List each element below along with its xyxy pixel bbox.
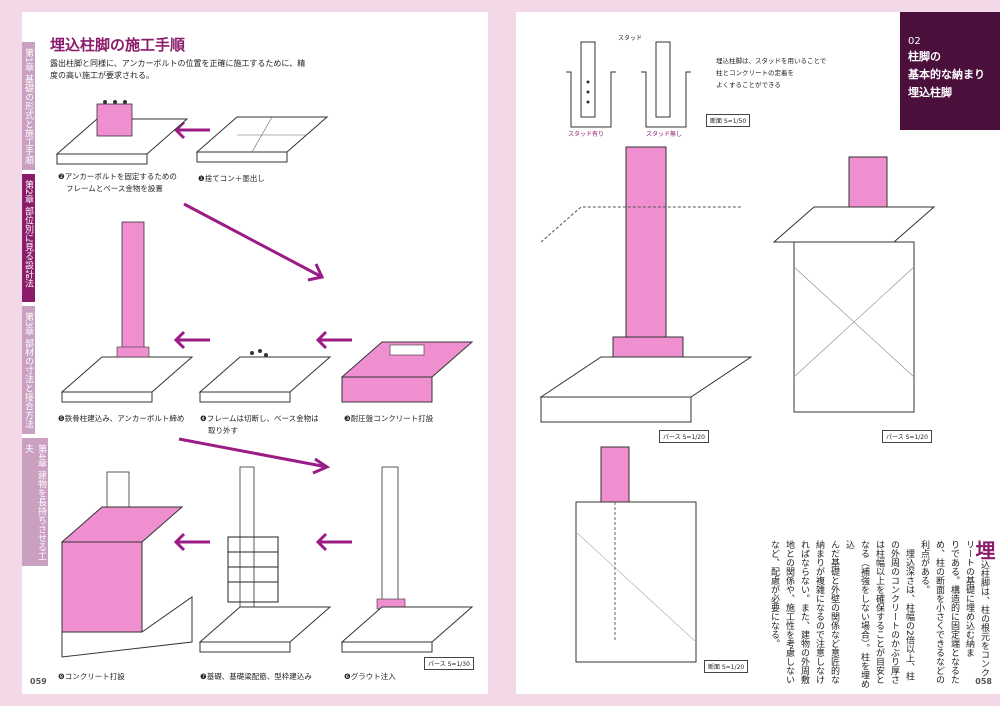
body-line-9: なる（補強をしない場合）。柱を埋め込 <box>844 540 869 689</box>
scale-section-small: 断面 S=1/50 <box>706 114 751 127</box>
step2-label-1: ❷アンカーボルトを固定するための <box>58 172 177 181</box>
stud-note-2: 柱とコンクリートの定着を <box>716 69 794 77</box>
arrow-left-1 <box>173 120 210 140</box>
arrow-left-3 <box>315 330 352 350</box>
body-line-13: 地との関係や、施工性を考慮しない <box>784 540 794 684</box>
stud-note-3: よくすることができる <box>716 81 781 89</box>
chapter-tab-2[interactable]: 第2章 部位別に見る設計法 <box>22 174 35 302</box>
arrow-diagonal-1 <box>183 202 325 282</box>
stud-section-diagram <box>566 41 691 128</box>
chapter-tab-4[interactable]: 第4章 建物を長持ちさせる工夫 <box>22 438 48 566</box>
step6-label: ❻グラウト注入 <box>344 672 396 681</box>
scale-section: 断面 S=1/20 <box>704 660 749 673</box>
left-page: 第1章 基礎の形式と施工手順 第2章 部位別に見る設計法 第3章 部材の寸法と接… <box>22 12 488 694</box>
step1-diagram <box>195 116 329 163</box>
body-line-7: の外周のコンクリートのかぶり厚さ <box>889 540 899 684</box>
step4-label-1: ❹フレームは切断し、ベース金物は <box>200 414 319 423</box>
page-title: 埋込柱脚の施工手順 <box>50 36 186 54</box>
arrow-diagonal-2 <box>178 437 331 475</box>
intro-text: 露出柱脚と同様に、アンカーボルトの位置を正確に施工するために、精度の高い施工が要… <box>50 59 306 80</box>
section-header: 02 柱脚の 基本的な納まり 埋込柱脚 <box>900 12 1000 130</box>
arrow-left-2 <box>173 330 210 350</box>
body-line-6: 埋込深さは、柱幅の2倍以上、柱 <box>904 540 914 681</box>
step8-diagram <box>60 471 193 658</box>
page-number: 059 <box>30 677 47 686</box>
section-title-3: 埋込柱脚 <box>908 86 952 99</box>
perspective-1 <box>539 146 753 423</box>
scale-label: パース S=1/30 <box>424 657 474 670</box>
step3-label: ❸耐圧盤コンクリート打設 <box>344 414 434 423</box>
step4-diagram <box>198 349 332 403</box>
step3-diagram <box>340 341 474 403</box>
body-line-5: 利点がある。 <box>919 540 929 594</box>
body-lead: 埋 <box>972 540 996 560</box>
stud-no-label: スタッド無し <box>646 131 683 138</box>
body-line-1: 込柱脚は、柱の根元をコンク <box>979 560 989 677</box>
section-title-1: 柱脚の <box>908 50 941 63</box>
arrow-left-5 <box>315 532 352 552</box>
page-number-right: 058 <box>975 677 992 686</box>
body-line-14: など、配慮が必要になる。 <box>769 540 779 648</box>
body-line-12: ればならない。また、建物の外周敷 <box>799 540 809 684</box>
arrow-left-4 <box>173 532 210 552</box>
right-page: 02 柱脚の 基本的な納まり 埋込柱脚 スタッド スタッド有り スタッド無し 断… <box>516 12 1000 694</box>
step5-label: ❺鉄骨柱建込み、アンカーボルト締め <box>58 414 185 423</box>
scale-pers1: パース S=1/20 <box>659 430 709 443</box>
chapter-tabs: 第1章 基礎の形式と施工手順 第2章 部位別に見る設計法 第3章 部材の寸法と接… <box>22 42 48 570</box>
section-diagram <box>575 446 697 663</box>
scale-pers2: パース S=1/20 <box>882 430 932 443</box>
chapter-tab-3[interactable]: 第3章 部材の寸法と接合方法 <box>22 306 35 434</box>
section-number: 02 <box>908 36 921 47</box>
step7-diagram <box>198 466 332 653</box>
stud-yes-label: スタッド有り <box>568 131 605 138</box>
body-line-10: んだ基礎と外壁の関係など意匠的な <box>829 540 839 684</box>
body-line-11: 納まりが複雑になるので注意しなけ <box>814 540 824 684</box>
body-text: 埋込柱脚は、柱の根元をコンク リートの基礎に埋め込む納ま りである。構造的に固定… <box>766 540 996 690</box>
stud-note-1: 埋込柱脚は、スタッドを用いることで <box>716 57 827 65</box>
body-line-3: りである。構造的に固定端となるた <box>949 540 959 684</box>
step8-label: ❽コンクリート打設 <box>58 672 125 681</box>
step1-label: ❶捨てコン＋墨出し <box>198 174 265 183</box>
perspective-2 <box>772 156 936 413</box>
step6-diagram <box>340 466 474 653</box>
body-line-4: め、柱の断面を小さくできるなどの <box>934 540 944 684</box>
body-line-8: は柱幅以上を確保することが目安と <box>874 540 884 684</box>
step5-diagram <box>60 221 194 403</box>
step2-label-2: フレームとベース金物を設置 <box>66 184 163 193</box>
stud-label: スタッド <box>618 35 643 42</box>
chapter-tab-1[interactable]: 第1章 基礎の形式と施工手順 <box>22 42 35 170</box>
body-line-2: リートの基礎に埋め込む納ま <box>964 540 974 657</box>
step4-label-2: 取り外す <box>208 426 238 435</box>
step7-label: ❼基礎、基礎梁配筋、型枠建込み <box>200 672 312 681</box>
section-title-2: 基本的な納まり <box>908 68 985 81</box>
step2-diagram <box>55 100 189 165</box>
